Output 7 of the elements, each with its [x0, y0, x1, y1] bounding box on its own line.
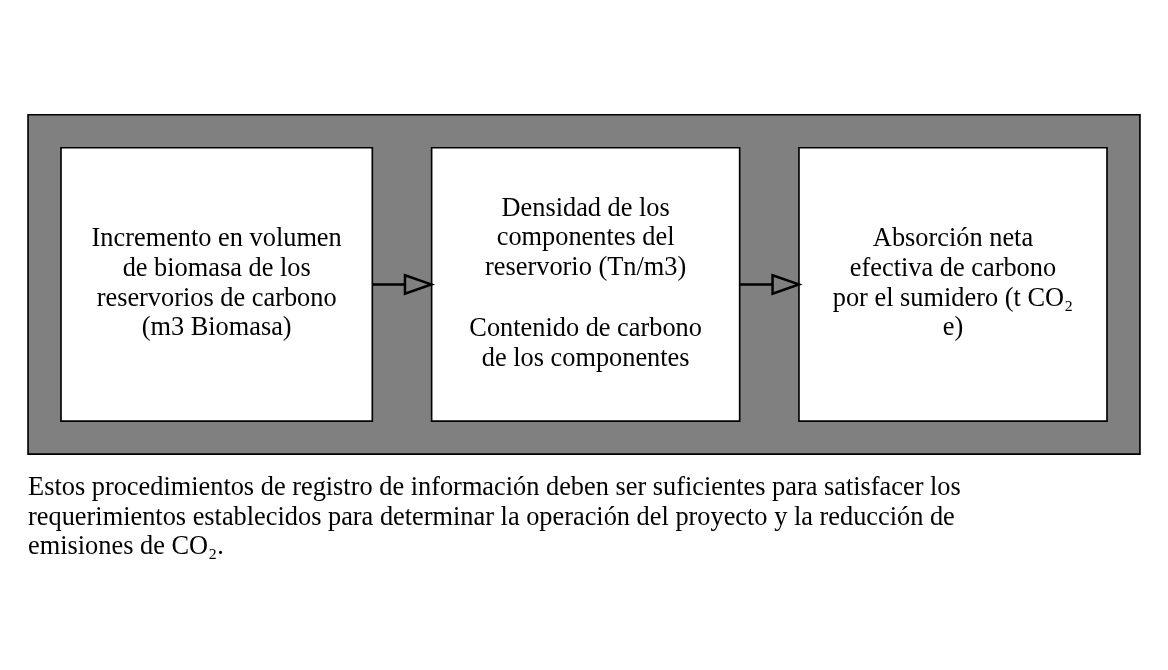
arrow — [372, 272, 436, 295]
cluster — [27, 113, 1141, 455]
node-box: Incremento en volumen de biomasa de los reservorios de carbono (m3 Biomasa) — [60, 146, 374, 422]
node-box: Absorción neta efectiva de carbono por el sumidero (t CO₂ e) — [798, 146, 1108, 422]
arrow — [740, 272, 803, 295]
node-box: Densidad de los componentes del reservorio (Tn/m3) Contenido de carbono de los componentes — [430, 146, 741, 422]
caption: Estos procedimientos de registro de información deben ser suficientes para satisfacer los requerimientos establecidos para determinar la operación del proyecto y la reducción de emisiones de CO₂. — [28, 471, 961, 560]
